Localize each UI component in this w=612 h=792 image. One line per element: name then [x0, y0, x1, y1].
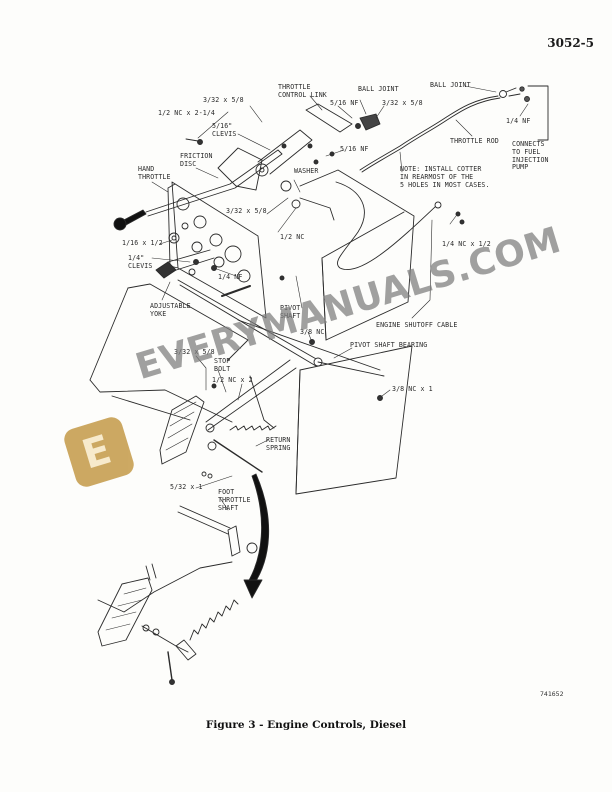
foot-pedal-upper — [159, 359, 297, 473]
adjustable-yoke — [155, 249, 251, 297]
label-engine-shutoff-cable: ENGINE SHUTOFF CABLE — [376, 321, 458, 329]
label-size-332x58-mid: 3/32 x 5/8 — [382, 99, 423, 107]
foot-pedal-lower — [97, 561, 239, 685]
label-hand-throttle: HAND THROTTLE — [138, 165, 171, 181]
label-pivot-shaft-bearing: PIVOT SHAFT BEARING — [350, 341, 428, 349]
label-return-spring: RETURN SPRING — [266, 436, 291, 452]
label-clevis-14: 1/4" CLEVIS — [128, 254, 153, 270]
foot-throttle-shaft — [177, 505, 258, 557]
direction-arrow — [247, 473, 270, 585]
label-ball-joint-mid: BALL JOINT — [358, 85, 399, 93]
hand-throttle-lever — [113, 149, 283, 231]
label-throttle-control-link: THROTTLE CONTROL LINK — [278, 83, 327, 99]
return-spring — [229, 425, 277, 431]
part-number: 741652 — [540, 690, 564, 698]
label-size-14nf-mid: 1/4 NF — [218, 273, 243, 281]
label-size-12nc-214: 1/2 NC x 2-1/4 — [158, 109, 215, 117]
direction-arrowhead — [243, 579, 263, 599]
leader-lines — [151, 85, 529, 511]
label-ball-joint-top: BALL JOINT — [430, 81, 471, 89]
label-stop-bolt: STOP BOLT — [214, 357, 231, 373]
label-size-516nf-b: 5/16 NF — [340, 145, 369, 153]
label-connects: CONNECTS TO FUEL INJECTION PUMP — [512, 140, 549, 172]
label-throttle-rod: THROTTLE ROD — [450, 137, 499, 145]
page-number: 3052-5 — [547, 36, 594, 50]
throttle-rod — [359, 86, 530, 173]
label-adjustable-yoke: ADJUSTABLE YOKE — [150, 302, 191, 318]
label-clevis-516: 5/16" CLEVIS — [212, 122, 237, 138]
label-pivot-shaft: PIVOT SHAFT — [280, 304, 301, 320]
hardware-parts — [168, 123, 465, 479]
label-friction-disc: FRICTION DISC — [180, 152, 213, 168]
figure-caption: Figure 3 - Engine Controls, Diesel — [205, 719, 407, 731]
throttle-bracket — [217, 103, 381, 221]
dash-panel — [167, 181, 267, 319]
label-size-38nc: 3/8 NC — [300, 328, 325, 336]
label-size-516nf-a: 5/16 NF — [330, 99, 359, 107]
label-size-14nf-top: 1/4 NF — [506, 117, 531, 125]
label-size-12nc-2: 1/2 NC x 2 — [212, 376, 253, 384]
label-size-332x58-top: 3/32 x 5/8 — [203, 96, 244, 104]
label-size-38nc-1: 3/8 NC x 1 — [392, 385, 433, 393]
pivot-shaft — [177, 279, 385, 401]
label-size-532x1: 5/32 x 1 — [170, 483, 203, 491]
label-washer: WASHER — [294, 167, 319, 175]
label-size-116x12: 1/16 x 1/2 — [122, 239, 163, 247]
engine-shutoff-cable — [335, 181, 437, 270]
label-size-332x58-stop: 3/32 x 5/8 — [174, 348, 215, 356]
label-foot-throttle-shaft: FOOT THROTTLE SHAFT — [218, 488, 251, 512]
shutoff-housing — [299, 169, 415, 341]
cable-clamp — [434, 201, 442, 209]
label-size-14nc-12: 1/4 NC x 1/2 — [442, 240, 491, 248]
label-size-332x58-low: 3/32 x 5/8 — [226, 207, 267, 215]
label-size-12nc: 1/2 NC — [280, 233, 305, 241]
connects-bracket — [527, 85, 549, 141]
floor-plate — [89, 283, 413, 495]
label-note: NOTE: INSTALL COTTER IN REARMOST OF THE … — [400, 165, 490, 189]
